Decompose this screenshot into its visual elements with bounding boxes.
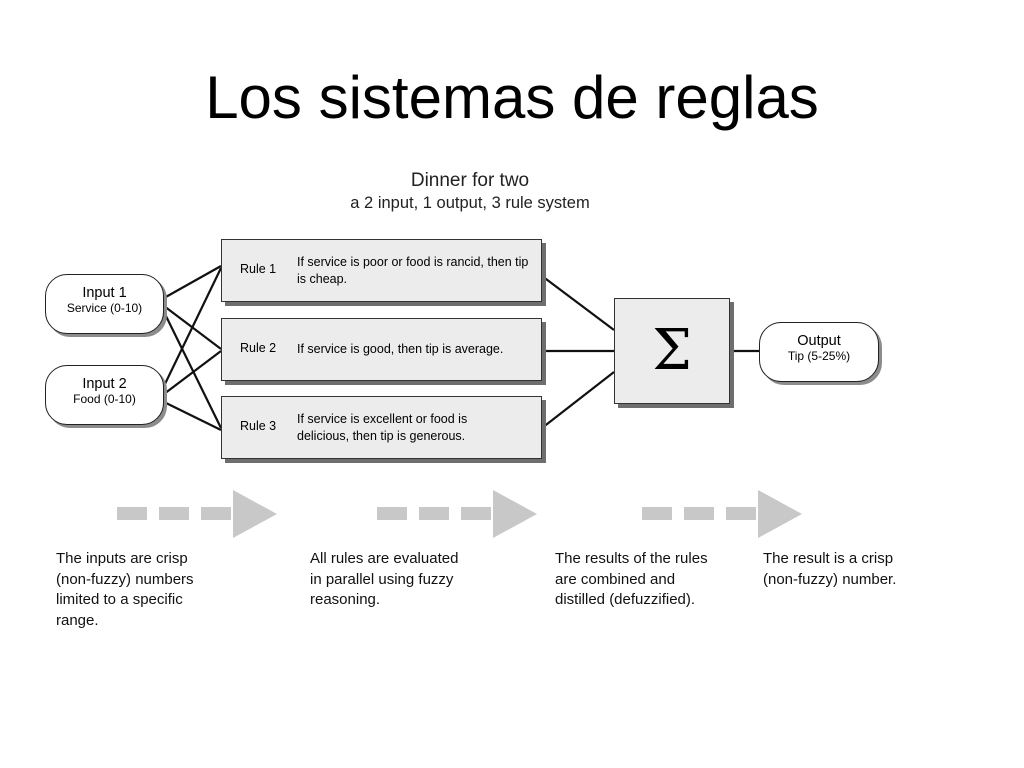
link-input2-rule2 — [163, 350, 222, 395]
stage-arrow-3 — [642, 490, 802, 538]
rule-3-text: If service is excellent or food is delic… — [297, 412, 468, 443]
caption-rules: All rules are evaluated in parallel usin… — [310, 550, 459, 608]
rule-1-label: Rule 1 — [240, 262, 277, 276]
input-node-2: Input 2 Food (0-10) — [45, 365, 164, 425]
rule-1-text: If service is poor or food is rancid, th… — [297, 255, 529, 286]
input-1-range: Service (0-10) — [66, 301, 143, 315]
output-range: Tip (5-25%) — [787, 349, 851, 363]
link-input2-rule1 — [163, 267, 222, 387]
input-2-range: Food (0-10) — [73, 392, 136, 406]
input-2-name: Input 2 — [82, 376, 127, 392]
sigma-symbol: Σ — [652, 318, 692, 383]
link-input1-rule1 — [163, 265, 222, 299]
link-rule1-sum — [541, 275, 615, 331]
rule-box-3: Rule 3 If service is excellent or food i… — [221, 396, 542, 459]
rule-box-1: Rule 1 If service is poor or food is ran… — [221, 239, 542, 302]
input-node-1: Input 1 Service (0-10) — [45, 274, 164, 334]
output-name: Output — [797, 333, 841, 349]
rule-box-2: Rule 2 If service is good, then tip is a… — [221, 318, 542, 381]
link-input1-rule3 — [163, 311, 222, 429]
diagram-subtitle: a 2 input, 1 output, 3 rule system — [350, 194, 590, 212]
stage-arrow-2 — [377, 490, 537, 538]
rule-2-text: If service is good, then tip is average. — [297, 342, 504, 356]
slide-title: Los sistemas de reglas — [205, 64, 819, 131]
link-input2-rule3 — [163, 401, 222, 431]
caption-combine: The results of the rules are combined an… — [555, 550, 708, 608]
link-rule3-sum — [541, 371, 615, 429]
caption-inputs: The inputs are crisp (non-fuzzy) numbers… — [56, 550, 194, 629]
summation-box: Σ — [614, 298, 730, 404]
input-1-name: Input 1 — [82, 285, 127, 301]
output-node: Output Tip (5-25%) — [759, 322, 879, 382]
rule-3-label: Rule 3 — [240, 419, 277, 433]
link-input1-rule2 — [163, 305, 222, 350]
stage-arrow-1 — [117, 490, 277, 538]
rule-2-label: Rule 2 — [240, 341, 277, 355]
caption-output: The result is a crisp (non-fuzzy) number… — [763, 550, 897, 588]
diagram-title: Dinner for two — [410, 170, 530, 191]
